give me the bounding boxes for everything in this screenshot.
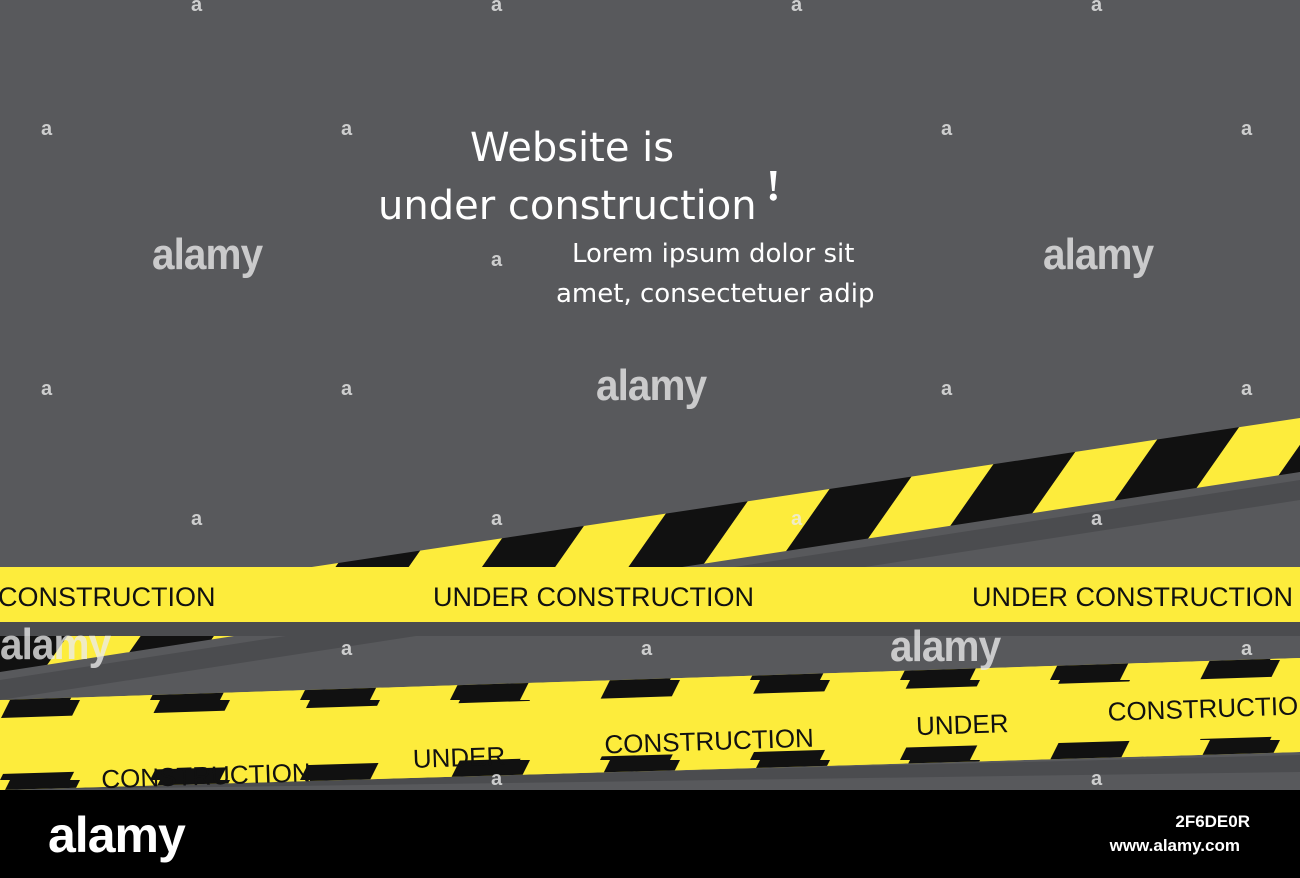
- watermark-mark: a: [1091, 768, 1103, 790]
- headline-line-2: under construction: [378, 183, 757, 229]
- headline-line-1: Website is: [470, 125, 675, 171]
- lower-tape-top-dashes: [0, 658, 1300, 718]
- watermark-mark: a: [491, 508, 503, 530]
- watermark-mark: a: [41, 378, 53, 400]
- construction-scene: CONSTRUCTION UNDER CONSTRUCTION UNDER CO…: [0, 418, 1300, 790]
- watermark-mark: a: [191, 0, 203, 16]
- subtext-line-2: amet, consectetuer adip: [556, 279, 875, 309]
- watermark-mark: a: [941, 378, 953, 400]
- watermark-mark: a: [641, 638, 653, 660]
- straight-tape: [0, 567, 1300, 622]
- lower-tape-text: UNDER: [916, 708, 1009, 741]
- watermark-mark: a: [1241, 638, 1253, 660]
- lower-tape-text: CONSTRUCTION: [1107, 690, 1300, 727]
- watermark-mark: a: [191, 508, 203, 530]
- watermark-logo: alamy: [0, 620, 111, 669]
- watermark-mark: a: [791, 0, 803, 16]
- footer-bar: alamy 2F6DE0R www.alamy.com: [0, 790, 1300, 878]
- watermark-mark: a: [341, 118, 353, 140]
- watermark-mark: a: [491, 249, 503, 271]
- watermark-logo: alamy: [890, 622, 1001, 671]
- lower-tape-shadow: [0, 755, 1300, 790]
- watermark-logo: alamy: [596, 361, 707, 410]
- watermark-logo: alamy: [1043, 230, 1154, 279]
- watermark-mark: a: [791, 508, 803, 530]
- lower-tape-text: CONSTRUCTION: [604, 723, 814, 760]
- watermark-mark: a: [1091, 0, 1103, 16]
- lower-tape-bottom-dashes: [0, 736, 1300, 790]
- straight-tape-shadow: [0, 622, 1300, 636]
- watermark-mark: a: [341, 378, 353, 400]
- tape-text: UNDER CONSTRUCTION: [433, 582, 754, 612]
- watermark-mark: a: [491, 768, 503, 790]
- watermark-mark: a: [41, 118, 53, 140]
- watermark-logo: alamy: [152, 230, 263, 279]
- watermark-mark: a: [1241, 118, 1253, 140]
- image-id: 2F6DE0R: [1175, 812, 1250, 831]
- lower-tape-text: CONSTRUCTION: [101, 757, 311, 790]
- watermark-mark: a: [341, 638, 353, 660]
- site-url: www.alamy.com: [1109, 836, 1240, 855]
- footer-logo: alamy: [48, 807, 186, 863]
- subtext-line-1: Lorem ipsum dolor sit: [572, 239, 855, 269]
- watermark-mark: a: [491, 0, 503, 16]
- lower-tape-text: UNDER: [412, 741, 505, 774]
- watermark-mark: a: [1241, 378, 1253, 400]
- watermark-mark: a: [1091, 508, 1103, 530]
- tape-text: CONSTRUCTION: [0, 582, 216, 612]
- tape-text: UNDER CONSTRUCTION: [972, 582, 1293, 612]
- headline-exclamation: !: [766, 161, 781, 210]
- watermark-mark: a: [941, 118, 953, 140]
